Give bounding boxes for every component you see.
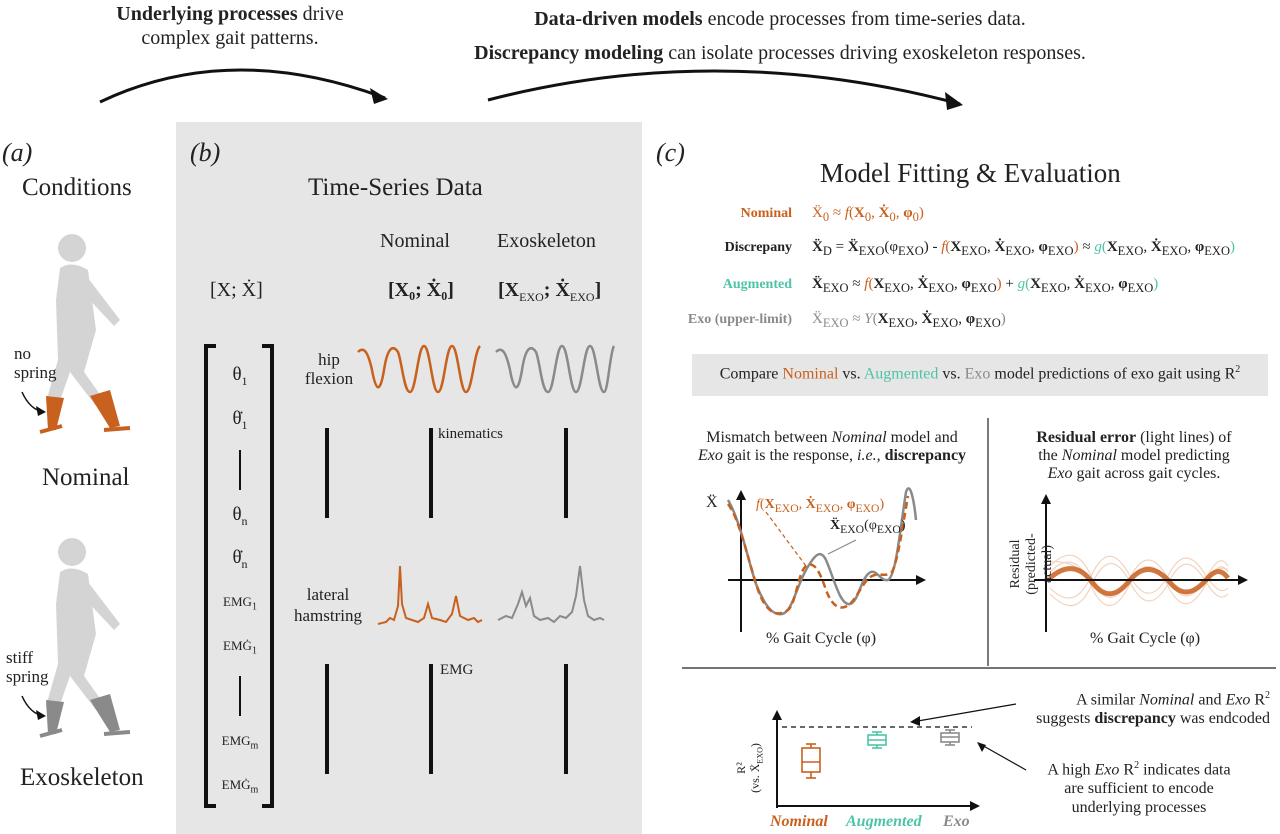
gait-cycle-label-left: % Gait Cycle (φ) (766, 630, 877, 647)
high-r2-note: A high Exo R2 indicates data are suffici… (1047, 760, 1231, 817)
vec-emg-1: EMG1 (223, 594, 257, 613)
residual-mean-line (1048, 566, 1230, 597)
label-nominal: Nominal (740, 206, 792, 221)
vec-emg-m: EMGm (221, 733, 259, 752)
xddot-axis-label: Ẍ (706, 494, 718, 511)
r2-axis-label: R²(vs. ẌEXO) (734, 743, 765, 793)
equation-augmented: ẌEXO ≈ f(XEXO, ẊEXO, φEXO) + g(XEXO, ẊEX… (812, 276, 1159, 295)
equation-nominal: Ẍ0 ≈ f(X0, Ẋ0, φ0) (812, 205, 924, 224)
nominal-model-curve (726, 495, 910, 615)
hamstring-exo-trace (497, 565, 605, 624)
equation-exo: ẌEXO ≈ Y(XEXO, ẊEXO, φEXO) (812, 311, 1006, 330)
compare-text: Compare Nominal vs. Augmented vs. Exo mo… (719, 364, 1241, 383)
box-exo (940, 729, 960, 746)
state-vector-list: θ1 θ̇1 θn θ̇n EMG1 EMĠ1 EMGm EMĠm (218, 356, 262, 810)
label-discrepancy: Discrepany (724, 240, 792, 255)
panel-b-tag: (b) (190, 138, 221, 167)
vec-theta-dot-1: θ̇1 (232, 407, 248, 432)
hip-flexion-exo-trace (495, 344, 616, 394)
kinematics-label: kinematics (438, 426, 503, 442)
state-generic: [X; Ẋ] (210, 279, 263, 301)
vec-emg-dot-m: EMĠm (221, 776, 259, 796)
label-exo: Exo (upper-limit) (687, 312, 792, 327)
panel-a-tag: (a) (2, 138, 33, 167)
label-augmented: Augmented (722, 277, 792, 292)
state-exo: [XEXO; ẊEXO] (498, 279, 602, 304)
header-left-text: Underlying processes drive complex gait … (116, 3, 344, 49)
mismatch-caption: Mismatch between Nominal model and Exo g… (697, 429, 967, 464)
column-nominal-header: Nominal (380, 230, 450, 252)
vec-divider-2 (218, 670, 262, 722)
kinematics-bar-1 (325, 428, 329, 518)
nominal-condition-label: Nominal (42, 464, 130, 491)
vec-theta-dot-n: θ̇n (232, 547, 248, 572)
panel-b-title: Time-Series Data (308, 174, 483, 201)
exo-walker-figure (39, 538, 131, 738)
state-nominal: [X₀; Ẋ₀] (388, 279, 454, 301)
emg-bar-3 (564, 664, 568, 774)
hip-flexion-nominal-trace (357, 344, 482, 394)
box-label-augmented: Augmented (846, 813, 922, 830)
nominal-walker-figure (39, 234, 131, 434)
vec-divider-1 (218, 444, 262, 496)
box-augmented (867, 731, 887, 749)
panel-a-title: Conditions (22, 174, 132, 201)
box-label-nominal: Nominal (770, 813, 828, 830)
panel-c-title: Model Fitting & Evaluation (820, 158, 1121, 188)
hamstring-nominal-trace (377, 565, 483, 625)
emg-label: EMG (440, 662, 474, 678)
similar-r2-note: A similar Nominal and Exo R2 suggests di… (1036, 690, 1270, 728)
box-label-exo: Exo (943, 813, 970, 830)
nominal-curve-label: f(XEXO, ẊEXO, φEXO) (756, 497, 885, 515)
residual-caption: Residual error (light lines) of the Nomi… (1036, 429, 1232, 482)
exoskeleton-condition-label: Exoskeleton (20, 764, 144, 791)
kinematics-bar-3 (564, 428, 568, 518)
vec-emg-dot-1: EMĠ1 (223, 637, 257, 657)
vec-theta-n: θn (232, 503, 248, 528)
emg-bar-1 (325, 664, 329, 774)
kinematics-bar-2 (429, 428, 433, 518)
header-right-text: Data-driven models encode processes from… (474, 8, 1086, 64)
panel-c-tag: (c) (656, 138, 685, 167)
column-exo-header: Exoskeleton (497, 230, 596, 252)
emg-bar-2 (429, 664, 433, 774)
box-nominal (801, 743, 821, 779)
gait-cycle-label-right: % Gait Cycle (φ) (1090, 630, 1201, 647)
exo-curve-label: ẌEXO(φEXO) (830, 518, 906, 536)
vec-theta-1: θ1 (232, 364, 248, 388)
compare-box (692, 354, 1268, 396)
equation-discrepancy: ẌD = ẌEXO(φEXO) - f(XEXO, ẊEXO, φEXO) ≈ … (812, 239, 1235, 258)
